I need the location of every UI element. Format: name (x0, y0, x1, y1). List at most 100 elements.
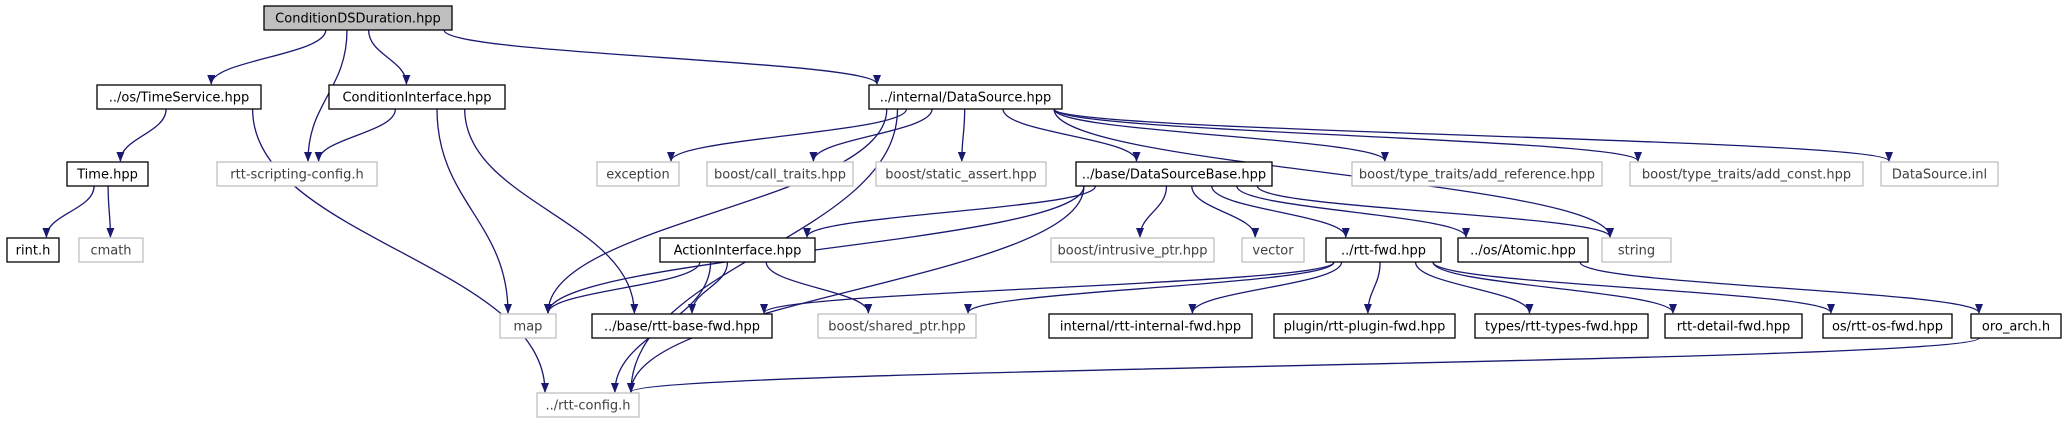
node-osfwd-label: os/rtt-os-fwd.hpp (1832, 320, 1943, 335)
edge-datasource-to-staticassert (957, 108, 966, 162)
edge-dsbase-to-vector (1191, 185, 1260, 238)
node-atomic[interactable]: ../os/Atomic.hpp (1457, 237, 1589, 263)
edge-actionif-to-map (544, 261, 701, 314)
node-detailfwd-box (1664, 313, 1803, 339)
node-rint-box (6, 237, 60, 263)
node-rint[interactable]: rint.h (6, 237, 60, 263)
edge-timeservice-to-rttconfig (251, 108, 549, 393)
node-sharedptr: boost/shared_ptr.hpp (817, 313, 977, 339)
node-typesfwd[interactable]: types/rtt-types-fwd.hpp (1474, 313, 1649, 339)
node-basefwd-box (591, 313, 773, 339)
edge-datasource-to-dsbase (1002, 108, 1141, 162)
edge-dsbase-to-atomic (1236, 185, 1470, 238)
node-atomic-box (1457, 237, 1589, 263)
node-string: string (1601, 237, 1672, 263)
node-typesfwd-box (1474, 313, 1649, 339)
edge-rttfwd-to-sharedptr (964, 261, 1335, 314)
node-root-box (263, 5, 453, 31)
node-rttfwd[interactable]: ../rtt-fwd.hpp (1325, 237, 1442, 263)
node-staticassert-label: boost/static_assert.hpp (885, 168, 1036, 183)
node-atomic-label: ../os/Atomic.hpp (1470, 244, 1576, 259)
node-datasource[interactable]: ../internal/DataSource.hpp (868, 84, 1063, 110)
node-actionif[interactable]: ActionInterface.hpp (659, 237, 816, 263)
node-dsbase-label: ../base/DataSourceBase.hpp (1082, 168, 1266, 183)
node-string-box (1601, 237, 1672, 263)
node-osfwd[interactable]: os/rtt-os-fwd.hpp (1822, 313, 1953, 339)
node-sharedptr-box (817, 313, 977, 339)
node-root-label: ConditionDSDuration.hpp (275, 12, 441, 27)
node-timeservice-box (96, 84, 262, 110)
node-calltraits-label: boost/call_traits.hpp (714, 168, 846, 183)
node-intrusive-label: boost/intrusive_ptr.hpp (1058, 244, 1208, 259)
node-addconst-label: boost/type_traits/add_const.hpp (1642, 168, 1851, 183)
node-vector: vector (1241, 237, 1305, 263)
node-dsinl: DataSource.inl (1880, 161, 1999, 187)
node-addref: boost/type_traits/add_reference.hpp (1351, 161, 1603, 187)
edge-rttfwd-to-basefwd (760, 261, 1335, 314)
edge-rttfwd-to-detailfwd (1432, 261, 1677, 314)
node-rttfwd-label: ../rtt-fwd.hpp (1341, 244, 1426, 259)
node-vector-label: vector (1252, 244, 1294, 259)
node-oroarch[interactable]: oro_arch.h (1970, 313, 2062, 339)
edge-time-to-cmath (106, 185, 115, 238)
edge-rttfwd-to-pluginfwd (1363, 261, 1381, 314)
node-time[interactable]: Time.hpp (66, 161, 149, 187)
node-timeservice-label: ../os/TimeService.hpp (109, 91, 250, 106)
node-addref-label: boost/type_traits/add_reference.hpp (1359, 168, 1595, 183)
node-calltraits-box (706, 161, 854, 187)
edge-dsbase-to-intrusive (1136, 185, 1168, 238)
node-pluginfwd-label: plugin/rtt-plugin-fwd.hpp (1284, 320, 1446, 335)
edge-datasource-to-dsinl (1053, 108, 1893, 162)
node-datasource-label: ../internal/DataSource.hpp (880, 91, 1051, 106)
edge-datasource-to-addref (1053, 108, 1389, 162)
edges-layer (42, 29, 1983, 393)
node-pluginfwd[interactable]: plugin/rtt-plugin-fwd.hpp (1273, 313, 1456, 339)
node-datasource-box (868, 84, 1063, 110)
node-rttfwd-box (1325, 237, 1442, 263)
edge-actionif-to-sharedptr (765, 261, 873, 314)
node-basefwd[interactable]: ../base/rtt-base-fwd.hpp (591, 313, 773, 339)
node-rint-label: rint.h (16, 244, 51, 259)
node-condif-label: ConditionInterface.hpp (342, 91, 491, 106)
edge-time-to-rint (42, 185, 95, 238)
node-typesfwd-label: types/rtt-types-fwd.hpp (1485, 320, 1638, 335)
node-map-label: map (514, 320, 543, 335)
edge-root-to-timeservice (207, 29, 327, 85)
node-detailfwd[interactable]: rtt-detail-fwd.hpp (1664, 313, 1803, 339)
node-condif-box (328, 84, 506, 110)
node-root[interactable]: ConditionDSDuration.hpp (263, 5, 453, 31)
edge-condif-to-map (436, 108, 512, 314)
node-map-box (499, 313, 557, 339)
node-cmath-label: cmath (90, 244, 131, 259)
edge-dsbase-to-rttconfig (627, 185, 1085, 393)
edge-datasource-to-map (544, 108, 888, 314)
node-cmath: cmath (78, 237, 144, 263)
node-osfwd-box (1822, 313, 1953, 339)
node-staticassert: boost/static_assert.hpp (875, 161, 1047, 187)
node-rttconfig: ../rtt-config.h (536, 392, 640, 418)
node-actionif-label: ActionInterface.hpp (674, 244, 802, 259)
node-map: map (499, 313, 557, 339)
edge-root-to-condif (367, 29, 411, 85)
edge-condif-to-scriptcfg (314, 108, 397, 162)
node-vector-box (1241, 237, 1305, 263)
node-dsbase[interactable]: ../base/DataSourceBase.hpp (1075, 161, 1273, 187)
edge-dsbase-to-actionif (803, 185, 1097, 238)
node-oroarch-label: oro_arch.h (1982, 320, 2050, 335)
node-internalfwd[interactable]: internal/rtt-internal-fwd.hpp (1048, 313, 1253, 339)
node-condif[interactable]: ConditionInterface.hpp (328, 84, 506, 110)
node-exception-box (596, 161, 680, 187)
node-cmath-box (78, 237, 144, 263)
node-rttconfig-label: ../rtt-config.h (545, 399, 630, 414)
node-internalfwd-label: internal/rtt-internal-fwd.hpp (1060, 320, 1241, 335)
node-addref-box (1351, 161, 1603, 187)
edge-root-to-scriptcfg (304, 29, 348, 162)
node-time-label: Time.hpp (76, 168, 138, 183)
edge-root-to-datasource (443, 29, 881, 85)
node-timeservice[interactable]: ../os/TimeService.hpp (96, 84, 262, 110)
edge-rttfwd-to-typesfwd (1414, 261, 1534, 314)
node-internalfwd-box (1048, 313, 1253, 339)
edge-rttfwd-to-internalfwd (1188, 261, 1343, 314)
node-detailfwd-label: rtt-detail-fwd.hpp (1677, 320, 1791, 335)
